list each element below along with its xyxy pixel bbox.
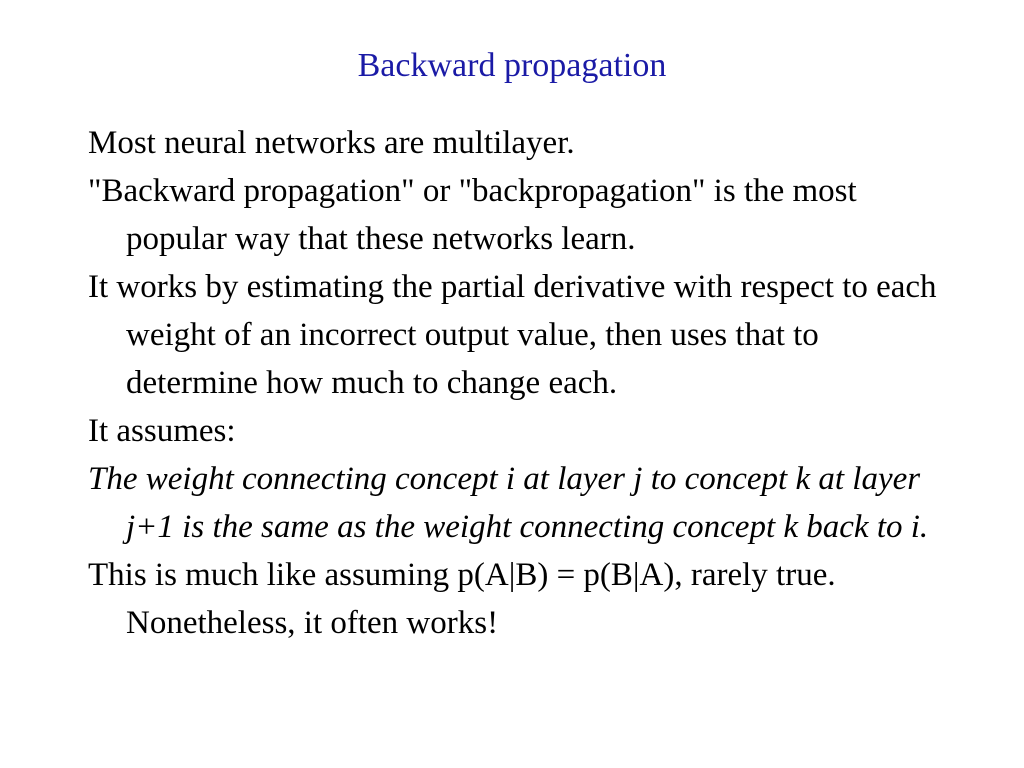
paragraph-backprop-definition: "Backward propagation" or "backpropagati… [88, 173, 857, 257]
paragraph-how-it-works: It works by estimating the partial deriv… [88, 269, 937, 401]
paragraph-it-assumes: It assumes: [88, 413, 236, 449]
slide-body: Most neural networks are multilayer. "Ba… [88, 119, 948, 647]
paragraph-multilayer: Most neural networks are multilayer. [88, 125, 575, 161]
slide-title: Backward propagation [357, 47, 667, 84]
paragraph-conclusion: This is much like assuming p(A|B) = p(B|… [88, 557, 836, 641]
paragraph-assumption: The weight connecting concept i at layer… [88, 461, 929, 545]
